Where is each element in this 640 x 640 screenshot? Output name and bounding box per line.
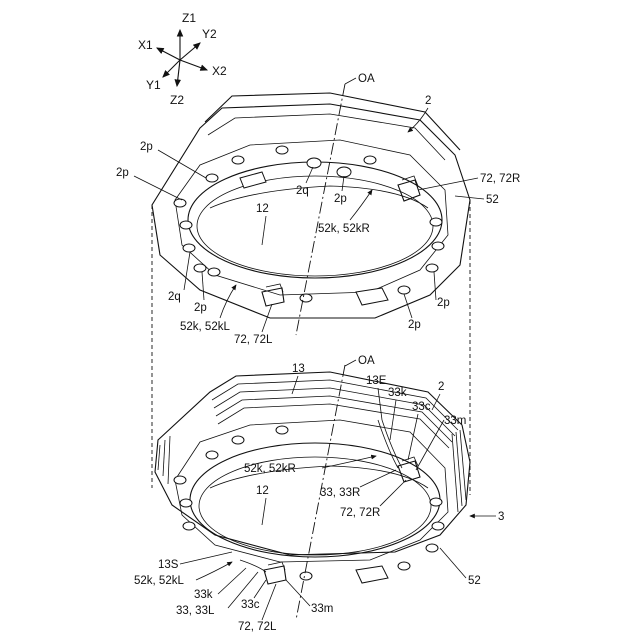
axis-x1-label: X1	[138, 38, 153, 52]
label-33k-left: 33k	[194, 589, 213, 601]
label-2p-d: 2p	[194, 302, 207, 314]
axis-y1-label: Y1	[146, 78, 161, 92]
label-3: 3	[498, 511, 504, 523]
label-2-bottom: 2	[438, 381, 444, 393]
label-2-top: 2	[425, 95, 431, 107]
label-33c-left: 33c	[241, 599, 260, 611]
label-13S: 13S	[158, 559, 179, 571]
label-12-bottom: 12	[256, 485, 269, 497]
axis-z1-label: Z1	[182, 11, 196, 25]
label-52kR-top: 52k, 52kR	[318, 223, 370, 235]
label-13E: 13E	[366, 375, 387, 387]
label-13: 13	[292, 363, 305, 375]
label-72L-bottom: 72, 72L	[238, 621, 277, 633]
label-52kR-bottom: 52k, 52kR	[244, 463, 296, 475]
axis-y2-label: Y2	[202, 27, 217, 41]
label-12-top: 12	[256, 203, 269, 215]
label-2p-a: 2p	[140, 141, 153, 153]
label-52kL-top: 52k, 52kL	[180, 321, 230, 333]
label-33L: 33, 33L	[176, 605, 215, 617]
label-33c-right: 33c	[412, 401, 431, 413]
label-33R: 33, 33R	[320, 487, 360, 499]
label-oa-bottom: OA	[358, 355, 375, 367]
label-2p-b: 2p	[116, 167, 129, 179]
top-insulator	[152, 93, 470, 318]
label-2p-e: 2p	[437, 297, 450, 309]
label-52-top: 52	[486, 194, 499, 206]
label-52-bottom: 52	[468, 575, 481, 587]
label-oa-top: OA	[358, 73, 375, 85]
label-2q-a: 2q	[296, 185, 309, 197]
axis-z2-label: Z2	[170, 93, 184, 107]
label-72R-bottom: 72, 72R	[340, 507, 380, 519]
label-72R-top: 72, 72R	[480, 173, 520, 185]
label-52kL-bottom: 52k, 52kL	[134, 575, 184, 587]
axis-x2-label: X2	[212, 64, 227, 78]
label-2p-c: 2p	[334, 193, 347, 205]
label-2p-f: 2p	[408, 319, 421, 331]
label-33m-left: 33m	[311, 603, 333, 615]
label-72L-top: 72, 72L	[234, 334, 273, 346]
label-2q-b: 2q	[168, 291, 181, 303]
label-33k-right: 33k	[388, 387, 407, 399]
label-33m-right: 33m	[444, 415, 466, 427]
axis-indicator: Z1 Z2 X1 X2 Y2 Y1	[138, 11, 227, 107]
